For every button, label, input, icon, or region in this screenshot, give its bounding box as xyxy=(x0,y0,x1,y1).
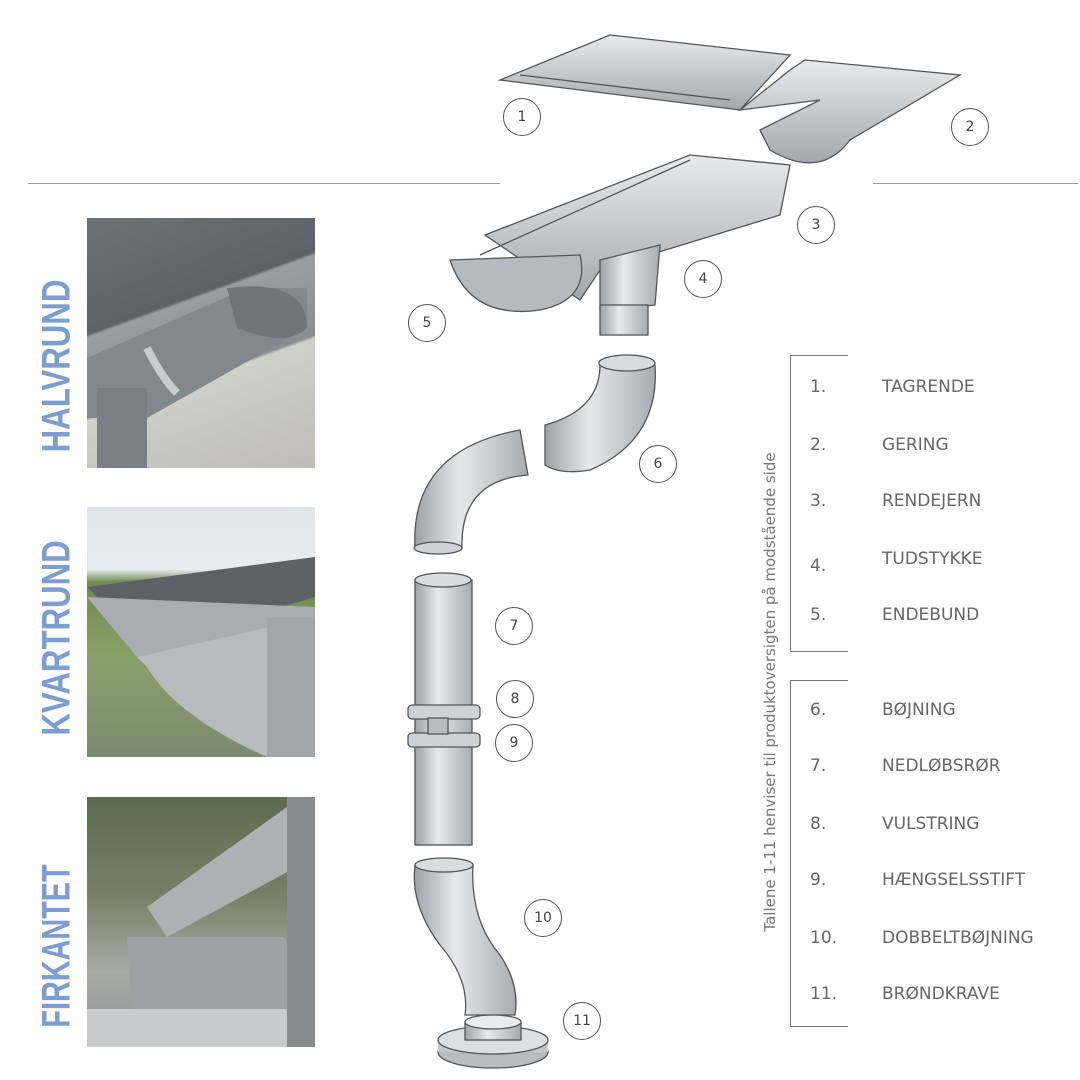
part-dobbeltbojning xyxy=(413,859,517,1016)
photo-firkantet-gutter xyxy=(87,797,315,1047)
callout-3: 3 xyxy=(797,206,835,244)
part-tudstykke xyxy=(599,244,661,311)
callout-9: 9 xyxy=(495,724,533,762)
part-bojning-upper xyxy=(544,356,656,473)
callout-1: 1 xyxy=(503,98,541,136)
callout-11: 11 xyxy=(563,1002,601,1040)
legend-note: Tallene 1-11 henviser til produktoversig… xyxy=(761,452,779,932)
callout-4: 4 xyxy=(684,260,722,298)
divider-left xyxy=(28,183,500,184)
callout-6: 6 xyxy=(639,445,677,483)
part-bojning-lower xyxy=(414,429,529,549)
callout-10: 10 xyxy=(524,899,562,937)
callout-2: 2 xyxy=(951,108,989,146)
part-haengselsstift xyxy=(407,732,481,748)
photo-halvrund-gutter xyxy=(87,218,315,468)
legend-bracket-1 xyxy=(790,355,848,652)
part-tagrende xyxy=(497,34,792,111)
legend-bracket-2 xyxy=(790,680,848,1027)
part-endebund xyxy=(449,254,583,313)
photo-kvartrund-gutter xyxy=(87,507,315,757)
part-gering xyxy=(737,59,963,164)
divider-right xyxy=(873,183,1078,184)
callout-7: 7 xyxy=(495,607,533,645)
part-vulstring xyxy=(407,704,481,720)
callout-5: 5 xyxy=(408,304,446,342)
callout-8: 8 xyxy=(496,680,534,718)
